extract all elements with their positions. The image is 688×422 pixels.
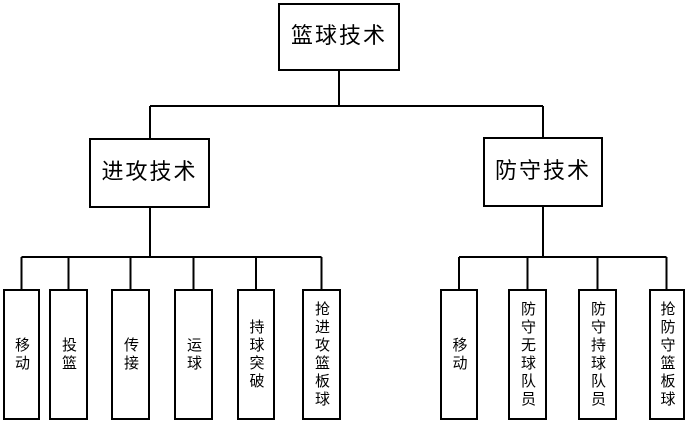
leaf-label: 运球 — [185, 336, 203, 373]
node-root: 篮球技术 — [278, 3, 400, 71]
node-offense-leaf-move: 移动 — [3, 289, 40, 420]
node-offense: 进攻技术 — [89, 138, 210, 208]
node-defense-leaf-move: 移动 — [440, 289, 478, 420]
node-root-label: 篮球技术 — [290, 24, 387, 49]
leaf-label: 移动 — [450, 336, 469, 373]
leaf-label: 持球突破 — [247, 318, 266, 391]
leaf-label: 防守持球队员 — [589, 300, 607, 409]
node-defense: 防守技术 — [483, 137, 603, 207]
node-defense-label: 防守技术 — [494, 159, 591, 184]
node-defense-leaf-defensive-rebound: 抢防守篮板球 — [649, 289, 685, 420]
node-defense-leaf-guard-on-ball: 防守持球队员 — [578, 289, 617, 420]
node-offense-leaf-shoot: 投篮 — [49, 289, 88, 420]
node-defense-leaf-guard-off-ball: 防守无球队员 — [508, 289, 547, 420]
node-offense-leaf-dribble: 运球 — [174, 289, 213, 420]
node-offense-label: 进攻技术 — [101, 160, 198, 185]
node-offense-leaf-offensive-rebound: 抢进攻篮板球 — [302, 289, 341, 420]
leaf-label: 防守无球队员 — [519, 300, 537, 409]
leaf-label: 抢防守篮板球 — [658, 300, 677, 409]
node-offense-leaf-drive: 持球突破 — [237, 289, 275, 420]
node-offense-leaf-pass: 传接 — [111, 289, 150, 420]
leaf-label: 投篮 — [60, 336, 78, 373]
leaf-label: 移动 — [13, 336, 31, 373]
leaf-label: 抢进攻篮板球 — [313, 300, 331, 409]
leaf-label: 传接 — [122, 336, 140, 373]
